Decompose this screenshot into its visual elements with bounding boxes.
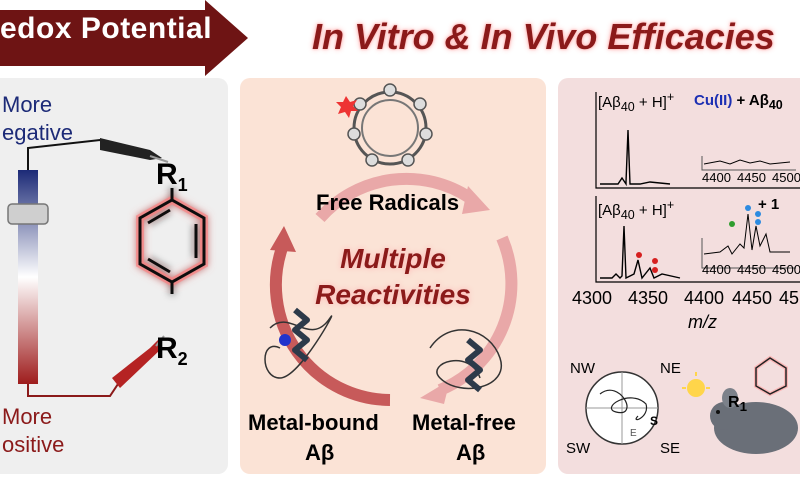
maze-end-mark: E — [630, 428, 637, 439]
free-radical-ring-icon — [347, 83, 433, 167]
multiple-label: Multiple — [340, 243, 446, 274]
maze-dir-sw: SW — [566, 440, 591, 457]
benzene-ring-icon — [136, 188, 208, 294]
cycle-arrow-top — [315, 172, 474, 223]
metal-free-peptide-icon — [429, 329, 503, 393]
green-marker-icon — [729, 221, 735, 227]
upper-inset-trace — [703, 159, 791, 165]
blue-marker-icon — [755, 219, 761, 225]
maze-dir-ne: NE — [660, 360, 681, 377]
metal-free-label: Metal-free — [412, 410, 516, 435]
lower-inset-tick-1: 4400 — [702, 262, 731, 277]
potential-scale-bar — [18, 170, 38, 384]
x-axis-label: m/z — [688, 312, 717, 332]
mouse-r-label: R1 — [728, 394, 747, 415]
condition-label: Cu(II) + Aβ40 — [694, 92, 783, 112]
upper-inset-tick-3: 4500 — [772, 170, 800, 185]
upper-inset-tick-2: 4450 — [737, 170, 766, 185]
banner-label: edox Potential — [0, 12, 213, 45]
red-marker-icon — [636, 252, 642, 258]
x-tick-4: 4450 — [732, 288, 773, 308]
blue-marker-icon — [755, 211, 761, 217]
water-maze-icon — [585, 371, 659, 445]
metal-free-abeta-label: Aβ — [456, 440, 486, 465]
upper-spectrum-trace — [600, 129, 671, 187]
maze-start-mark: S — [650, 414, 659, 428]
reactivity-cycle-diagram — [264, 83, 518, 406]
page-title: In Vitro & In Vivo Efficacies — [312, 16, 775, 57]
cycle-arrow-right — [437, 235, 518, 396]
radical-burst-icon — [336, 96, 358, 118]
slider-knob-icon — [7, 203, 49, 225]
more-negative-line2: egative — [2, 120, 73, 145]
more-positive-line2: ositive — [2, 432, 65, 457]
upper-peak-label: [Aβ40 + H]+ — [598, 90, 675, 114]
lower-inset-trace — [703, 213, 790, 255]
free-radicals-label: Free Radicals — [316, 190, 460, 215]
x-tick-1: 4300 — [572, 288, 613, 308]
more-positive-line1: More — [2, 404, 53, 429]
red-clip-icon — [112, 335, 165, 388]
x-tick-3: 4400 — [684, 288, 725, 308]
reactivities-label: Reactivities — [315, 279, 471, 310]
mouse-icon — [710, 388, 798, 454]
blue-marker-icon — [745, 205, 751, 211]
maze-dir-nw: NW — [570, 360, 595, 377]
r1-label: R1 — [156, 158, 188, 195]
lower-inset-tick-2: 4450 — [737, 262, 766, 277]
upper-inset-tick-1: 4400 — [702, 170, 731, 185]
lower-spectrum-trace — [600, 225, 681, 280]
black-clip-icon — [100, 138, 169, 163]
mass-spectra — [585, 92, 800, 454]
x-tick-2: 4350 — [628, 288, 669, 308]
maze-dir-se: SE — [660, 440, 681, 457]
more-negative-line1: More — [2, 92, 53, 117]
metal-bound-abeta-label: Aβ — [305, 440, 335, 465]
compound-label: + 1 — [758, 196, 780, 213]
red-marker-icon — [652, 258, 658, 264]
light-bulb-icon — [682, 372, 710, 397]
red-marker-icon — [652, 267, 658, 273]
banner-arrow-icon — [0, 0, 248, 76]
lower-peak-label: [Aβ40 + H]+ — [598, 198, 675, 222]
metal-bound-label: Metal-bound — [248, 410, 379, 435]
r2-label: R2 — [156, 332, 188, 369]
lower-inset-tick-3: 4500 — [772, 262, 800, 277]
center-panel — [240, 78, 546, 474]
small-benzene-icon — [754, 355, 788, 397]
redox-electrode-diagram — [7, 138, 208, 397]
x-tick-5: 45 — [779, 288, 800, 308]
metal-bound-peptide-icon — [264, 307, 333, 379]
